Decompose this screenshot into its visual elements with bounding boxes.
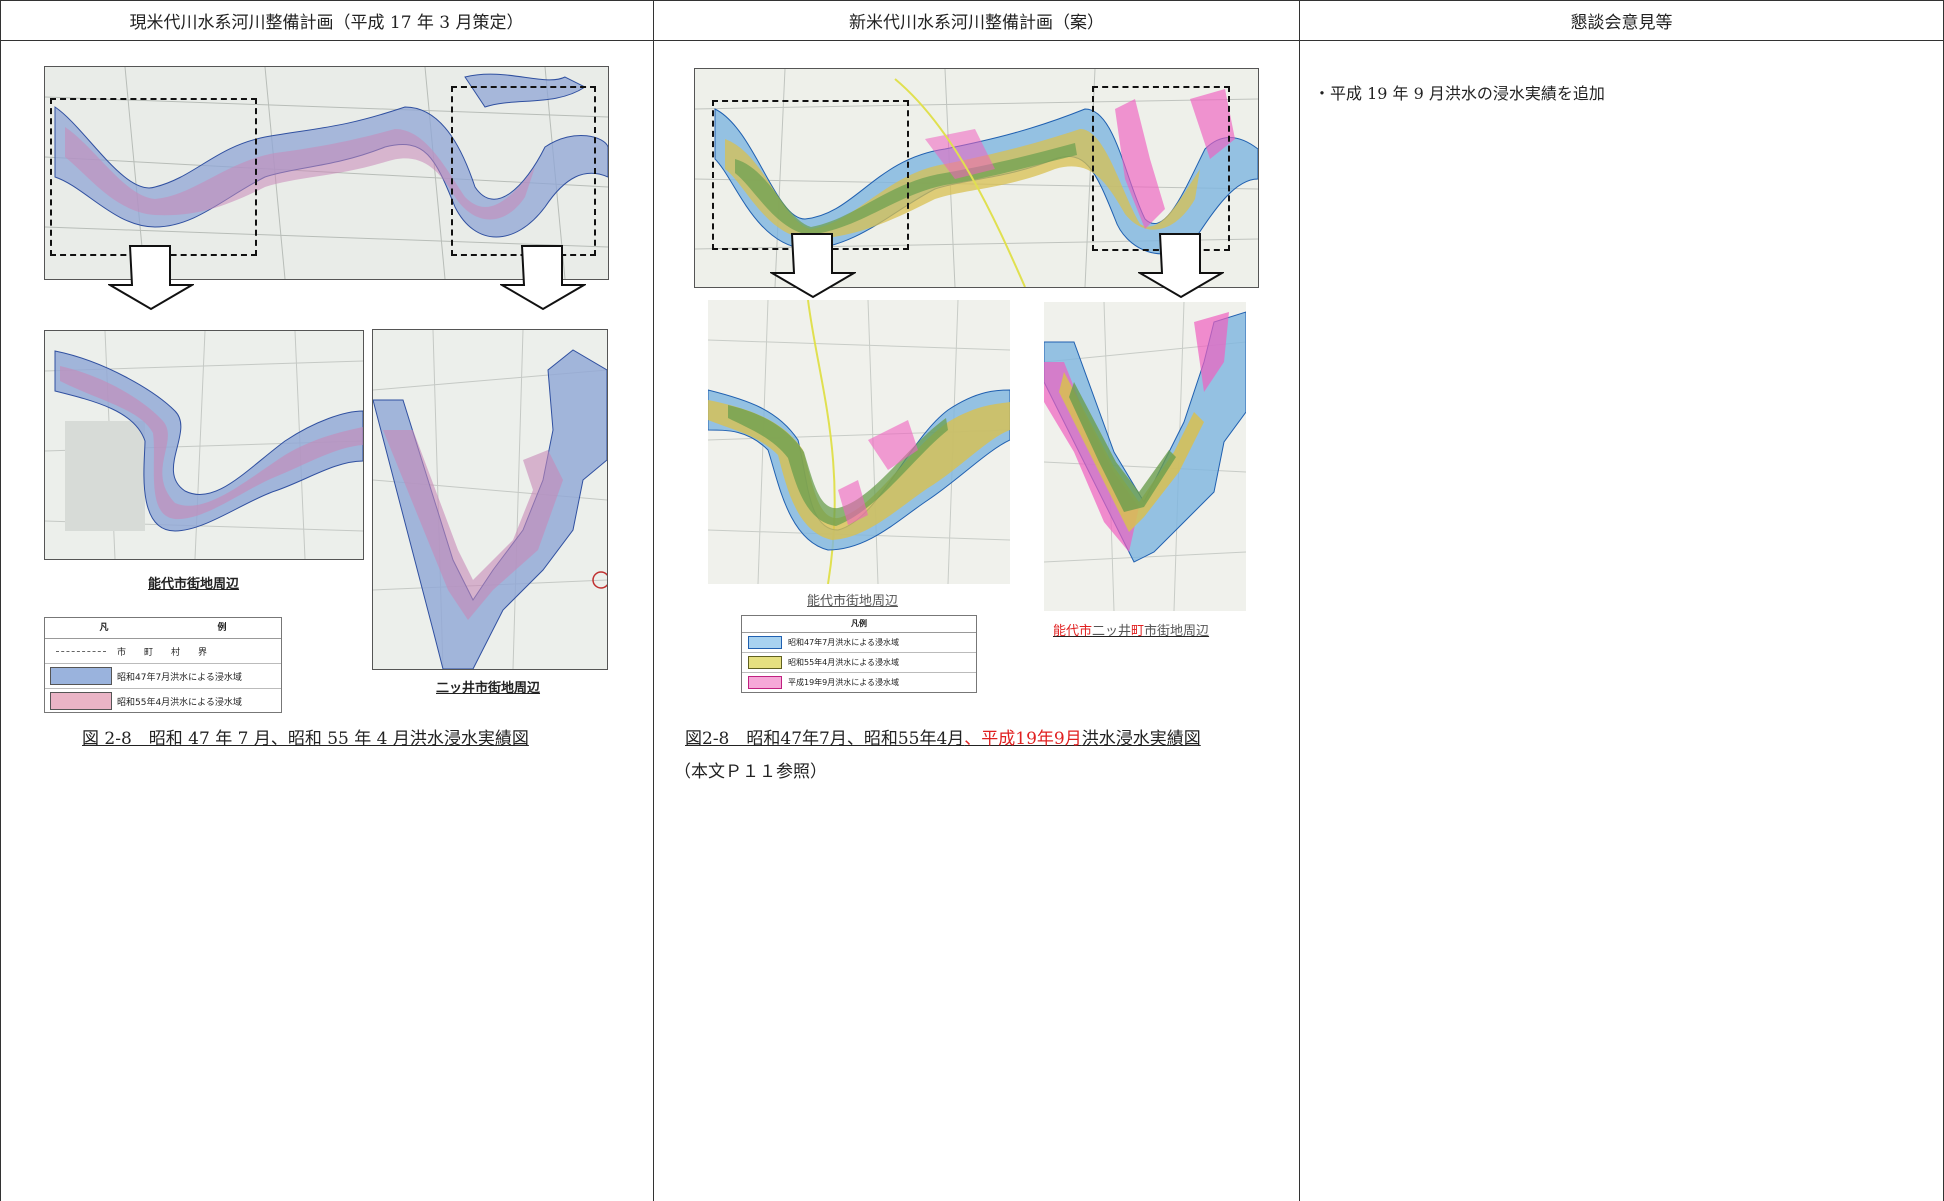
caption-noshiro-new: 能代市街地周辺 (807, 594, 899, 609)
caption-town-red: 町 (1131, 624, 1145, 639)
down-arrow-icon (500, 245, 586, 311)
figure-caption-new-end: 洪水浸水実績図 (1081, 729, 1201, 749)
down-arrow-icon (1138, 233, 1224, 299)
figure-caption-new-main: 図2-8 昭和47年7月、昭和55年4月 (685, 729, 965, 749)
header-divider (0, 40, 1944, 41)
header-opinions: 懇談会意見等 (1570, 12, 1673, 33)
figure-caption-new-added: 、平成19年9月 (964, 729, 1082, 749)
header-new-plan: 新米代川水系河川整備計画（案） (849, 12, 1104, 33)
figure-caption-current: 図 2-8 昭和 47 年 7 月、昭和 55 年 4 月洪水浸水実績図 (82, 729, 529, 749)
legend-current: 凡 例 市 町 村 界 昭和47年7月洪水による浸水域 昭和55年4月洪水による… (44, 617, 282, 713)
overview-map-current (44, 66, 609, 280)
caption-futatsui-name: 二ッ井 (1092, 624, 1132, 639)
figure-caption-new: 図2-8 昭和47年7月、昭和55年4月、平成19年9月洪水浸水実績図 (685, 724, 1201, 749)
focus-box-noshiro-new (712, 100, 909, 250)
caption-futatsui-new: 能代市二ッ井町市街地周辺 (1053, 620, 1209, 639)
swatch-1980-icon (50, 692, 112, 710)
focus-box-futatsui-current (451, 86, 596, 256)
focus-box-noshiro-current (50, 98, 257, 256)
detail-map-noshiro-new (708, 300, 1010, 584)
table-border-left (0, 0, 1, 1201)
caption-noshiro-current: 能代市街地周辺 (148, 577, 240, 592)
legend-new: 凡例 昭和47年7月洪水による浸水域 昭和55年4月洪水による浸水域 平成19年… (741, 615, 977, 693)
swatch-1972-icon (50, 667, 112, 685)
boundary-line-icon (45, 650, 117, 652)
swatch-2007-icon (748, 676, 782, 689)
table-border-top (0, 0, 1944, 1)
column-divider-1 (653, 0, 654, 1201)
header-current-plan: 現米代川水系河川整備計画（平成 17 年 3 月策定） (129, 12, 524, 33)
opinion-note: ・平成 19 年 9 月洪水の浸水実績を追加 (1314, 84, 1605, 103)
focus-box-futatsui-new (1092, 86, 1230, 251)
legend-row-1972: 昭和47年7月洪水による浸水域 (117, 672, 242, 683)
detail-map-futatsui-new (1044, 302, 1246, 611)
down-arrow-icon (770, 233, 856, 299)
detail-map-futatsui-current (372, 329, 608, 670)
caption-city-red: 能代市 (1053, 624, 1093, 639)
caption-area: 市街地周辺 (1144, 624, 1210, 639)
swatch-1972-icon (748, 636, 782, 649)
caption-futatsui-current: 二ッ井市街地周辺 (436, 681, 541, 696)
column-divider-2 (1299, 0, 1300, 1201)
legend-title-right: 例 (217, 623, 227, 633)
legend-row-1980: 昭和55年4月洪水による浸水域 (788, 658, 900, 667)
legend-row-1980: 昭和55年4月洪水による浸水域 (117, 697, 242, 708)
legend-row-boundary: 市 町 村 界 (117, 647, 208, 658)
reference-note: （本文Ｐ１１参照） (674, 762, 827, 782)
detail-map-noshiro-current (44, 330, 364, 560)
down-arrow-icon (108, 245, 194, 311)
legend-row-2007: 平成19年9月洪水による浸水域 (788, 678, 900, 687)
legend-title: 凡例 (851, 619, 867, 628)
legend-row-1972: 昭和47年7月洪水による浸水域 (788, 638, 900, 647)
legend-title-left: 凡 (99, 623, 109, 633)
swatch-1980-icon (748, 656, 782, 669)
